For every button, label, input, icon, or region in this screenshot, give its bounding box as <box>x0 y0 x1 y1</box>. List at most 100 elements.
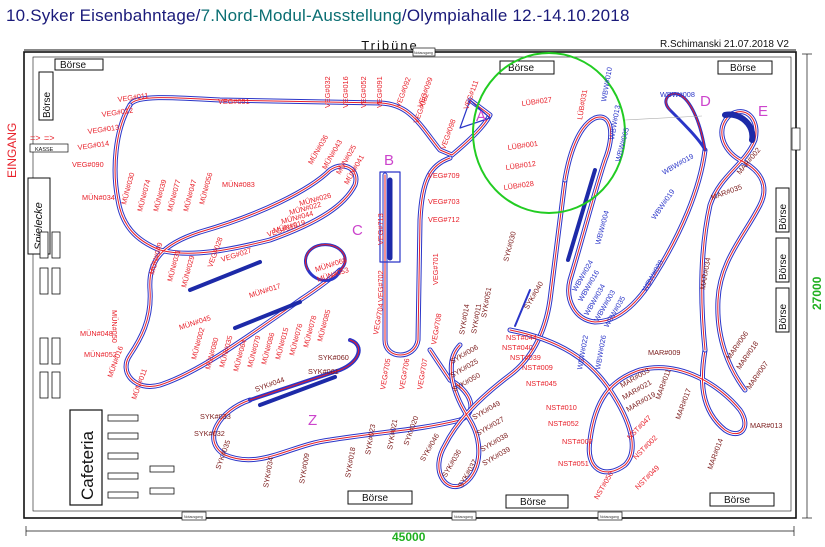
module-label: SYK#030 <box>501 230 518 262</box>
width-dimension: 45000 <box>392 530 426 544</box>
module-label: MÜN#077 <box>165 178 182 212</box>
cafeteria-label: Cafeteria <box>78 430 97 500</box>
module-label: VEG#712 <box>428 215 460 224</box>
title-part-3: /Olympiahalle 12.-14.10.2018 <box>401 6 630 25</box>
exit-label-bottom-1: Notausgang <box>184 515 203 519</box>
module-label: MÜN#074 <box>135 178 152 212</box>
module-label: LÜB#012 <box>505 159 536 172</box>
exit-label-top: Notausgang <box>414 51 433 55</box>
author-version: R.Schimanski 21.07.2018 V2 <box>660 39 789 50</box>
module-label: WBW#019 <box>661 152 696 177</box>
boerse-label: Börse <box>60 60 87 71</box>
hall-inner-outline <box>32 56 792 512</box>
boerse-label: Börse <box>778 303 789 330</box>
boerse-top-center <box>499 60 555 75</box>
module-label: VEG#703 <box>428 197 460 206</box>
hall-outline <box>23 51 797 519</box>
entrance-arrow-2: => <box>44 133 55 143</box>
module-label: MÜN#076 <box>287 322 304 356</box>
zone-b: B <box>384 152 394 169</box>
boerse-label: Börse <box>778 203 789 230</box>
module-label: VEG#091 <box>375 76 384 108</box>
cashier-box <box>29 143 69 153</box>
module-label: SYK#032 <box>194 429 225 438</box>
zone-a: A <box>476 108 486 125</box>
module-label: VEG#707 <box>415 358 429 391</box>
module-label: MÜN#017 <box>248 281 282 300</box>
module-label: VEG#012 <box>101 106 134 119</box>
module-label: MÜN#015 <box>273 326 290 360</box>
module-label: SYK#011 <box>469 303 483 334</box>
module-label: SYK#009 <box>297 452 311 484</box>
module-label: MÜN#085 <box>315 308 332 342</box>
boerse-left-vertical <box>38 71 54 121</box>
entrance-label: EINGANG <box>5 123 19 178</box>
module-label: VEG#014 <box>77 139 110 152</box>
module-label: NST#044 <box>506 333 537 342</box>
connector-line <box>624 115 703 121</box>
module-label: VEG#090 <box>72 160 104 169</box>
module-label: SYK#061 <box>308 367 339 376</box>
boerse-bottom-1 <box>347 490 413 505</box>
module-label: MÜN#047 <box>181 178 198 212</box>
boerse-label: Börse <box>508 63 535 74</box>
module-label: MÜN#078 <box>301 314 318 348</box>
exit-label-bottom-2: Notausgang <box>454 515 473 519</box>
title-part-1: 10.Syker Eisenbahntage/ <box>6 6 201 25</box>
emergency-exits <box>181 47 801 521</box>
module-label: WBW#026 <box>593 334 608 370</box>
module-label: NST#040 <box>502 343 533 352</box>
height-dimension: 27000 <box>810 276 824 310</box>
module-label: NST#049 <box>633 463 661 491</box>
zone-e: E <box>758 103 768 120</box>
module-label: NST#039 <box>510 353 541 362</box>
module-label: SYK#021 <box>385 418 399 450</box>
module-label: NST#050 <box>592 470 615 501</box>
module-label: WBW#004 <box>593 210 611 246</box>
boerse-label: Börse <box>520 497 547 508</box>
module-label: VEG#032 <box>323 76 332 108</box>
module-label: MÜN#002 <box>189 326 206 360</box>
tables <box>39 231 175 499</box>
boerse-label: Börse <box>730 63 757 74</box>
module-label: NST#010 <box>546 403 577 412</box>
zone-d: D <box>700 93 711 110</box>
boerse-top-right <box>717 60 773 75</box>
module-label: VEG#705 <box>378 358 392 391</box>
boerse-bottom-3 <box>709 492 775 507</box>
module-label: VEG#051 <box>218 97 250 106</box>
boerse-bottom-2 <box>505 494 569 509</box>
module-label: SYK#060 <box>318 353 349 362</box>
module-label: VEG#709 <box>428 171 460 180</box>
module-label: MAR#035 <box>710 182 744 202</box>
module-label: LÜB#031 <box>575 89 589 121</box>
module-label: MÜN#029 <box>179 254 196 288</box>
module-label: SYK#018 <box>343 446 357 478</box>
module-label: VEG#092 <box>393 76 412 109</box>
track-layout <box>112 92 767 490</box>
zone-c: C <box>352 222 363 239</box>
cafeteria-box <box>69 409 103 506</box>
boerse-label: Börse <box>42 91 53 118</box>
boerse-top-left <box>54 58 104 71</box>
zone-letters: A B C D E Z <box>308 93 768 429</box>
module-label: MÜN#048 <box>80 329 113 338</box>
module-label: VEG#713 <box>376 213 385 245</box>
module-label: VEG#701 <box>431 253 440 285</box>
module-label: NST#051 <box>558 459 589 468</box>
module-label: MAR#007 <box>744 359 770 391</box>
entrance-arrow: => <box>30 133 41 143</box>
cashier-label: KASSE <box>35 147 54 153</box>
module-label: VEG#016 <box>341 76 350 108</box>
module-label: SYK#023 <box>363 423 377 455</box>
module-label: WBW#028 <box>640 258 665 293</box>
boerse-right-2 <box>775 237 790 283</box>
module-label: VEG#702 <box>376 270 385 302</box>
module-label: MÜN#034 <box>82 193 115 202</box>
module-label: MÜN#050 <box>110 310 119 343</box>
module-label: VEG#052 <box>359 76 368 108</box>
module-label: VEG#706 <box>397 358 411 391</box>
module-label: MÜN#052 <box>84 350 117 359</box>
module-label: VEG#098 <box>438 118 457 151</box>
